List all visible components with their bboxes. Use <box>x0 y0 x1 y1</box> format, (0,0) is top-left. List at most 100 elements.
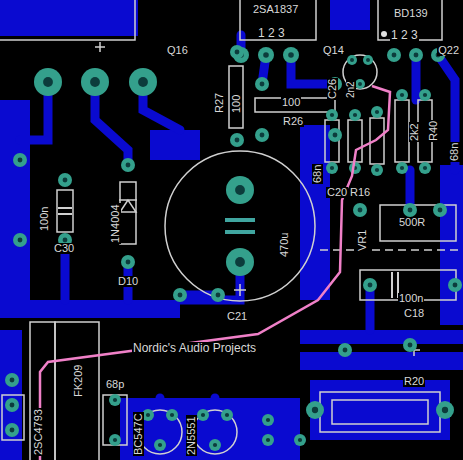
polarity-mark <box>234 284 246 296</box>
pad-hole <box>235 50 240 55</box>
pad-hole <box>235 185 245 195</box>
resistor-symbol <box>395 100 409 162</box>
pad <box>166 409 178 421</box>
pad <box>230 133 244 147</box>
pad-hole <box>453 283 458 288</box>
capacitor-symbol <box>225 220 255 232</box>
pad <box>258 47 274 63</box>
pad-hole <box>312 407 318 413</box>
pad-hole <box>408 208 413 213</box>
pad <box>226 176 254 204</box>
pad <box>226 248 254 276</box>
pad-hole <box>63 178 68 183</box>
pad <box>306 401 324 419</box>
pad-hole <box>10 403 15 408</box>
silkscreen-label: Q14 <box>322 45 345 56</box>
silkscreen-label: R27 <box>214 92 225 114</box>
silkscreen-label: 2N5551 <box>186 415 197 456</box>
silkscreen-label: 500R <box>398 217 426 228</box>
silkscreen-label: 68n <box>449 142 460 162</box>
pad-hole <box>113 438 117 442</box>
pad <box>283 47 299 63</box>
resistor-symbol <box>229 66 243 128</box>
pad <box>255 128 269 142</box>
pad <box>262 414 274 426</box>
pad-hole <box>263 52 269 58</box>
pad-hole <box>366 58 370 62</box>
pad <box>5 398 19 412</box>
capacitor-outline <box>103 395 127 445</box>
pad <box>211 288 225 302</box>
pad <box>326 109 338 121</box>
silkscreen-label: C20 <box>326 187 348 198</box>
silkscreen-label: FK209 <box>73 364 84 398</box>
pad-hole <box>414 53 419 58</box>
pad-hole <box>358 82 362 86</box>
pad <box>197 409 209 421</box>
pad <box>129 68 157 96</box>
silkscreen-label: C21 <box>226 311 248 322</box>
silkscreen-label: 100n <box>39 206 50 232</box>
pad <box>209 439 221 451</box>
pad <box>81 68 109 96</box>
pad-hole <box>63 238 68 243</box>
pad-hole <box>330 113 334 117</box>
silkscreen-label: 2n2 <box>346 80 356 99</box>
pad-hole <box>375 110 379 114</box>
pad <box>436 401 454 419</box>
pad-hole <box>350 58 354 62</box>
pad <box>154 439 166 451</box>
pad <box>109 394 121 406</box>
pad <box>409 48 423 62</box>
diode-symbol <box>120 182 136 244</box>
copper-traces <box>12 35 455 460</box>
pad-hole <box>225 413 229 417</box>
pad <box>5 423 19 437</box>
pad-hole <box>126 260 131 265</box>
pad-hole <box>266 418 270 422</box>
pad <box>419 89 431 101</box>
pad <box>419 162 431 174</box>
silkscreen-label: C30 <box>53 243 75 254</box>
pad-hole <box>400 93 404 97</box>
pad-hole <box>18 238 23 243</box>
pad <box>221 409 233 421</box>
pad-hole <box>408 343 413 348</box>
silkscreen-label: 470u <box>279 232 290 258</box>
silkscreen-label: 2k2 <box>409 122 420 142</box>
pad-hole <box>90 77 100 87</box>
silkscreen-label: 68n <box>312 164 323 184</box>
silkscreen-label: 1 2 3 <box>257 27 286 39</box>
pad <box>433 203 447 217</box>
transistor-outline <box>138 410 182 454</box>
pad-hole <box>442 407 448 413</box>
silkscreen-label: C18 <box>403 308 425 319</box>
pads <box>5 45 462 451</box>
pad-hole <box>113 398 117 402</box>
silkscreen-label: R16 <box>349 187 371 198</box>
pad <box>13 233 27 247</box>
pad-hole <box>400 166 404 170</box>
silkscreen-label: VR1 <box>357 229 368 252</box>
pad-hole <box>235 257 245 267</box>
silkscreen-label: Q22 <box>437 45 460 56</box>
pad <box>338 343 352 357</box>
capacitor-symbol <box>58 208 72 214</box>
pad <box>347 55 357 65</box>
electrolytic-capacitor-outline <box>165 151 315 301</box>
silkscreen-label: 2SA1837 <box>252 4 299 15</box>
transistor-outline <box>193 410 237 454</box>
pad <box>121 158 135 172</box>
pad <box>363 278 377 292</box>
pad <box>387 48 401 62</box>
pad <box>396 162 408 174</box>
silkscreen-label: 100n <box>398 293 424 304</box>
pad-hole <box>438 208 443 213</box>
pad-hole <box>10 378 15 383</box>
pad <box>13 153 27 167</box>
pad-hole <box>158 443 162 447</box>
pad-hole <box>126 163 131 168</box>
